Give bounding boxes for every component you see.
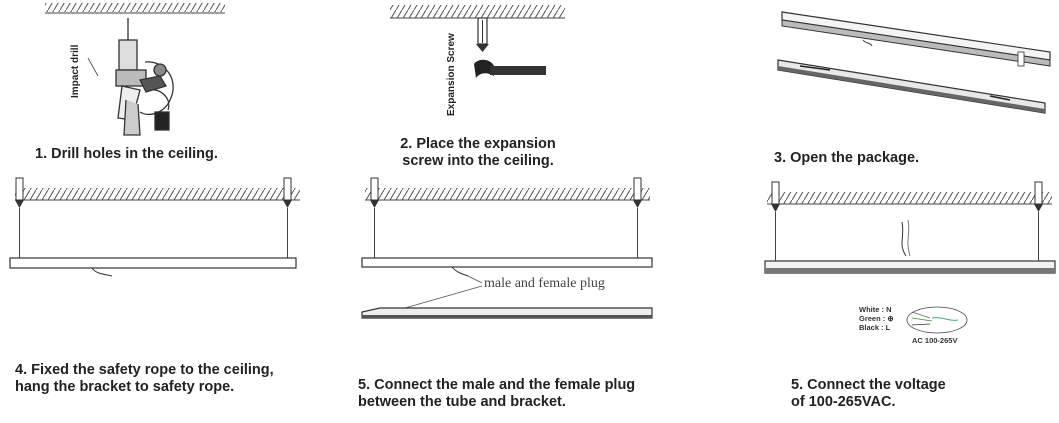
light-tube: [777, 59, 1046, 114]
step3-caption: 3. Open the package.: [774, 150, 920, 166]
ceiling-hatch: [767, 192, 1052, 204]
right-anchor-icon: [283, 177, 292, 258]
step5b-caption-line2: of 100-265VAC.: [791, 394, 896, 410]
step5b-illustration: [764, 181, 1056, 334]
bracket: [361, 257, 653, 268]
step5a-caption: 5. Connect the male and the female plug …: [358, 377, 635, 411]
step2-caption-line2: screw into the ceiling.: [402, 153, 554, 169]
bracket: [9, 257, 297, 269]
expansion-screw-label: Expansion Screw: [446, 33, 457, 116]
wiring-legend: White : N Green : ⊕ Black : L: [859, 305, 894, 332]
left-anchor-icon: [771, 181, 780, 262]
right-anchor-icon: [633, 177, 642, 258]
hammer-icon: [474, 59, 546, 78]
step1-caption: 1. Drill holes in the ceiling.: [35, 146, 218, 162]
step5b-caption-line1: 5. Connect the voltage: [791, 377, 946, 393]
step5b-caption: 5. Connect the voltage of 100-265VAC.: [791, 377, 946, 411]
left-anchor-icon: [15, 177, 24, 258]
wire-black-label: Black : L: [859, 323, 891, 332]
ceiling-hatch: [15, 188, 300, 200]
step4-caption-line1: 4. Fixed the safety rope to the ceiling,: [15, 362, 274, 378]
ceiling-hatch: [45, 3, 225, 12]
step2-caption-line1: 2. Place the expansion: [400, 136, 556, 152]
step4-caption: 4. Fixed the safety rope to the ceiling,…: [15, 362, 274, 396]
wire-green-label: Green : ⊕: [859, 314, 894, 323]
plug-label: male and female plug: [484, 276, 605, 291]
light-tube: [764, 260, 1056, 274]
step4-caption-line2: hang the bracket to safety rope.: [15, 379, 235, 395]
left-anchor-icon: [370, 177, 379, 258]
step2-illustration: [390, 5, 565, 78]
wire-white-label: White : N: [859, 305, 892, 314]
ac-voltage-label: AC 100-265V: [912, 336, 958, 345]
right-anchor-icon: [1034, 181, 1043, 262]
step3-illustration: [777, 11, 1051, 114]
impact-drill-label: Impact drill: [70, 44, 81, 98]
step5a-illustration: [361, 177, 653, 319]
ceiling-hatch: [390, 5, 565, 18]
expansion-screw-icon: [476, 17, 489, 52]
step5a-caption-line1: 5. Connect the male and the female plug: [358, 377, 636, 393]
wiring-terminal-icon: [906, 306, 968, 334]
step1-illustration: [45, 3, 225, 136]
step5a-caption-line2: between the tube and bracket.: [358, 394, 566, 410]
drill-icon: [115, 18, 174, 136]
bracket-rail: [781, 11, 1051, 67]
light-tube: [361, 307, 653, 319]
ceiling-hatch: [365, 188, 650, 200]
step2-caption: 2. Place the expansion screw into the ce…: [378, 136, 578, 170]
step4-illustration: [9, 177, 300, 277]
